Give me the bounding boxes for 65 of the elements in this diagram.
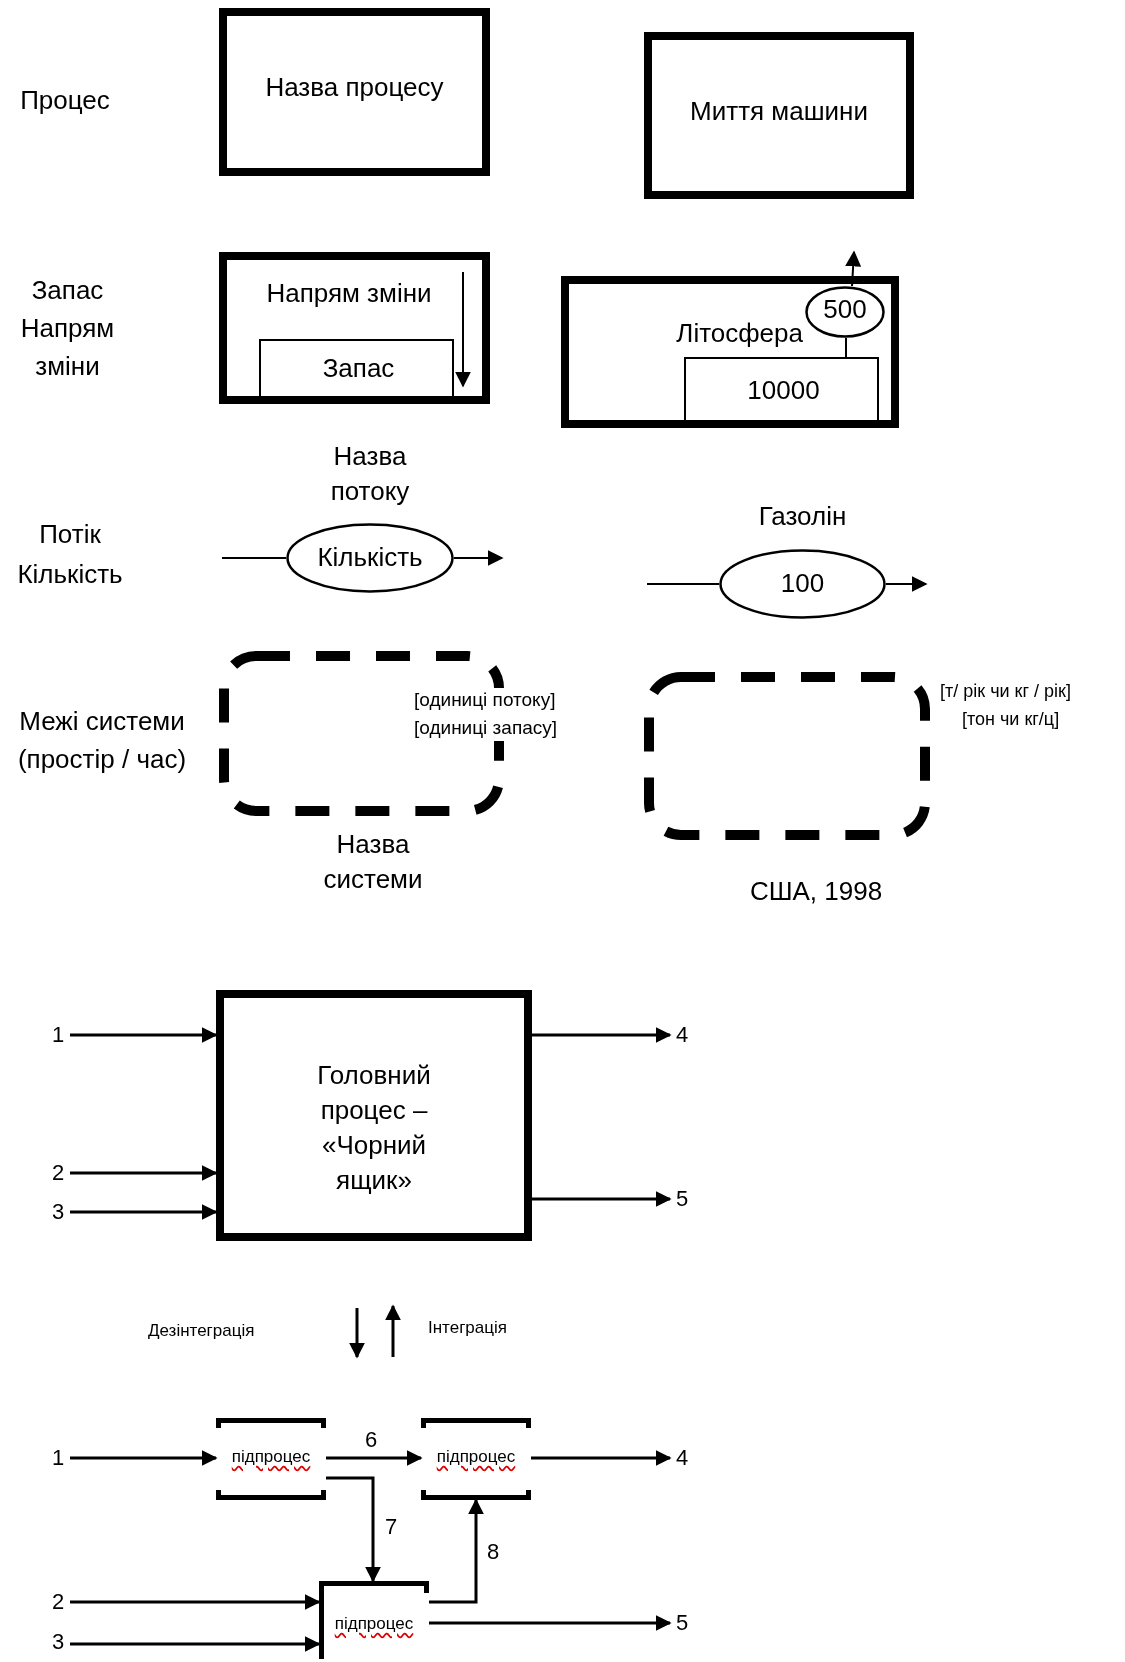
arrow <box>845 250 862 287</box>
text-label: Напрям зміни <box>19 312 116 383</box>
subprocess-box <box>216 1418 326 1500</box>
arrow <box>70 1594 321 1610</box>
number-label: 1 <box>50 1445 66 1472</box>
number-label: 2 <box>50 1589 66 1616</box>
arrow <box>532 1027 672 1043</box>
arrow <box>70 1165 218 1181</box>
text-label: Процес <box>19 84 111 117</box>
node-label: Назва процесу <box>264 71 445 104</box>
node-label: Миття машини <box>689 95 869 128</box>
node-label: Напрям зміни <box>265 277 433 310</box>
node-label: підпроцес <box>333 1613 415 1635</box>
number-label: 4 <box>674 1445 690 1472</box>
units-label: [т/ рік чи кг / рік] <box>940 680 1071 704</box>
node-label: 100 <box>779 567 826 600</box>
node-label: 500 <box>822 293 868 326</box>
number-label: 5 <box>674 1186 690 1213</box>
process-box <box>219 8 490 176</box>
node-label: Літосфера <box>675 317 803 350</box>
process-box <box>219 252 490 404</box>
arrow <box>70 1636 321 1652</box>
node-label: Запас <box>321 352 396 385</box>
text-label: Межі системи (простір / час) <box>16 705 188 776</box>
stock-box <box>259 339 454 396</box>
process-box <box>216 990 532 1241</box>
node-label: підпроцес <box>230 1446 312 1468</box>
arrow <box>326 1476 381 1583</box>
node-label: підпроцес <box>435 1446 517 1468</box>
number-label: 5 <box>674 1610 690 1637</box>
number-label: 3 <box>50 1199 66 1226</box>
arrow <box>429 1615 672 1631</box>
text-label: Кількість <box>16 558 124 591</box>
number-label: 3 <box>50 1629 66 1656</box>
arrow <box>326 1450 423 1466</box>
heading-label: Газолін <box>757 500 848 533</box>
stock-box <box>684 357 879 420</box>
text-label: Потік <box>38 518 102 551</box>
flow-line <box>221 557 287 559</box>
flow-line <box>845 337 847 358</box>
number-label: 4 <box>674 1022 690 1049</box>
node-label: 10000 <box>746 374 821 407</box>
process-box <box>644 32 914 199</box>
arrow <box>70 1450 218 1466</box>
arrow <box>70 1027 218 1043</box>
arrow <box>531 1450 672 1466</box>
number-label: 1 <box>50 1022 66 1049</box>
subprocess-box <box>421 1418 531 1500</box>
arrow <box>70 1204 218 1220</box>
node-label: Кількість <box>316 541 424 574</box>
text-label: Запас <box>30 274 105 307</box>
heading-label: США, 1998 <box>748 875 884 908</box>
arrow <box>885 576 928 592</box>
heading-label: Назва системи <box>322 828 424 897</box>
node-label: Головний процес – «Чорний ящик» <box>316 1059 432 1198</box>
process-box <box>561 276 899 428</box>
flow-ellipse <box>805 286 885 338</box>
number-label: 2 <box>50 1160 66 1187</box>
heading-label: Назва потоку <box>329 440 411 509</box>
arrow <box>532 1191 672 1207</box>
subprocess-box <box>319 1581 429 1659</box>
arrow <box>429 1498 484 1604</box>
arrow <box>453 550 504 566</box>
units-label: [одиниці потоку] <box>414 688 556 713</box>
flow-line <box>646 583 720 585</box>
